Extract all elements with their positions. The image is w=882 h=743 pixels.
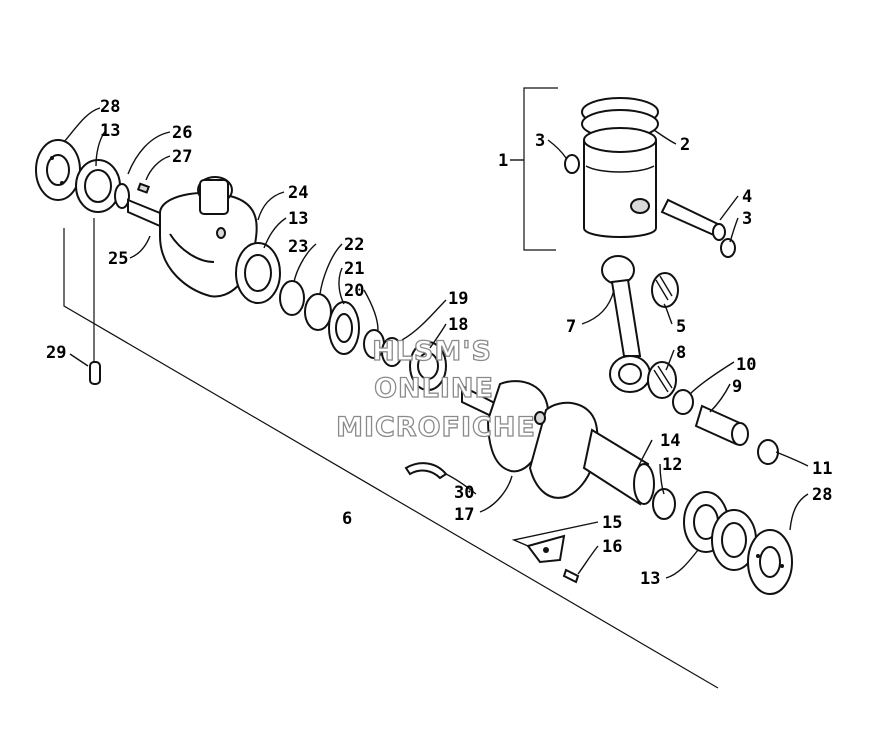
clip-3-left	[564, 154, 580, 174]
callout-26: 26	[172, 123, 192, 143]
ring-19	[381, 337, 403, 367]
needle-bearing-8	[647, 361, 677, 399]
washer-10	[672, 389, 694, 415]
callout-13-left: 13	[100, 121, 120, 141]
callout-3-right: 3	[742, 209, 752, 229]
watermark-line-2: ONLINE	[374, 373, 494, 404]
piston	[583, 127, 657, 238]
callout-23: 23	[288, 237, 308, 257]
pin-29	[89, 361, 101, 385]
retainer-30	[404, 462, 448, 480]
ring-23	[279, 280, 305, 316]
callout-1: 1	[498, 151, 508, 171]
callout-4: 4	[742, 187, 752, 207]
callout-15: 15	[602, 513, 622, 533]
washer-11	[757, 439, 779, 465]
callout-10: 10	[736, 355, 756, 375]
callout-11: 11	[812, 459, 832, 479]
callout-27: 27	[172, 147, 192, 167]
callout-7: 7	[566, 317, 576, 337]
callout-12: 12	[662, 455, 682, 475]
callout-29: 29	[46, 343, 66, 363]
piston-pin-4	[660, 198, 726, 241]
bearing-13-far-right	[711, 509, 757, 571]
ring-26	[114, 183, 130, 209]
leader-lines	[63, 107, 809, 579]
crank-pin-9	[694, 404, 749, 446]
callout-2: 2	[680, 135, 690, 155]
callout-22: 22	[344, 235, 364, 255]
callout-9: 9	[732, 377, 742, 397]
watermark-line-1: HLSM'S	[372, 336, 492, 367]
left-seal-28	[35, 139, 81, 201]
callout-18: 18	[448, 315, 468, 335]
callout-6: 6	[342, 509, 352, 529]
key-27	[136, 182, 151, 194]
callout-16: 16	[602, 537, 622, 557]
clip-3-right	[720, 238, 736, 258]
watermark-line-3: MICROFICHE	[336, 412, 536, 443]
bracket-15	[526, 534, 566, 564]
callout-5: 5	[676, 317, 686, 337]
bearing-13-mid	[235, 242, 281, 304]
bearing-18	[409, 341, 447, 391]
assembly-axis	[63, 218, 719, 689]
callout-numbers: 28 13 26 27 24 13 25 23 22 21 20 19 18 2…	[46, 97, 832, 589]
callout-28-left: 28	[100, 97, 120, 117]
crank-right-half-17	[461, 380, 599, 499]
left-bearing-13	[75, 159, 121, 213]
callout-21: 21	[344, 259, 364, 279]
bolt-16	[562, 568, 580, 584]
spacer-22	[304, 293, 332, 331]
right-seal-28	[747, 529, 793, 595]
callout-19: 19	[448, 289, 468, 309]
connecting-rod-7	[601, 255, 651, 393]
callout-30: 30	[454, 483, 474, 503]
callout-14: 14	[660, 431, 680, 451]
crank-left-half-24	[127, 176, 258, 298]
callout-25: 25	[108, 249, 128, 269]
callout-13-mid: 13	[288, 209, 308, 229]
callout-8: 8	[676, 343, 686, 363]
washer-21	[328, 301, 360, 355]
ring-12	[652, 488, 676, 520]
callout-20: 20	[344, 281, 364, 301]
callout-3-left: 3	[535, 131, 545, 151]
callout-24: 24	[288, 183, 308, 203]
needle-bearing-5	[651, 272, 679, 308]
callout-17: 17	[454, 505, 474, 525]
callout-28-right: 28	[812, 485, 832, 505]
watermark: HLSM'S ONLINE MICROFICHE	[335, 335, 536, 443]
crank-shaft-14	[582, 428, 655, 506]
piston-group-bracket	[523, 87, 558, 251]
callout-13-right: 13	[640, 569, 660, 589]
